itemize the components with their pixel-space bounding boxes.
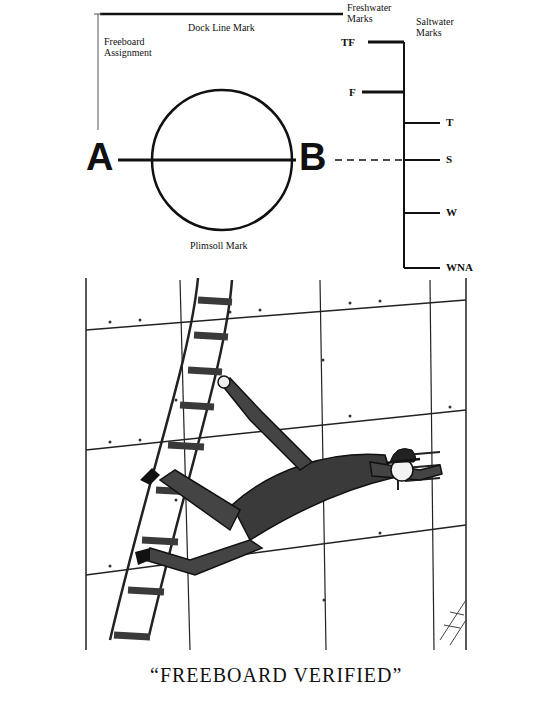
mark-letter: S <box>446 153 452 165</box>
mark-letter: TF <box>341 36 355 48</box>
ship-hull <box>86 278 466 650</box>
bracket-label: Freeboard Assignment <box>104 36 166 58</box>
point-letter: A <box>86 137 113 179</box>
point-letter: B <box>299 137 326 179</box>
ladder-rungs <box>114 300 232 637</box>
load-line-marks <box>362 42 440 268</box>
mark-letter: F <box>349 86 356 98</box>
man-figure <box>135 376 442 575</box>
mark-label: Plimsoll Mark <box>190 240 248 251</box>
dashed-line <box>335 159 404 161</box>
cartoon-caption: “FREEBOARD VERIFIED” <box>146 664 406 686</box>
marks-heading: Freshwater Marks <box>347 2 405 24</box>
mark-label: Dock Line Mark <box>188 22 255 33</box>
mark-letter: W <box>446 206 457 218</box>
mark-letter: T <box>446 116 453 128</box>
dock-scene <box>440 600 466 645</box>
mark-letter: WNA <box>446 261 473 273</box>
freeboard-bracket <box>94 14 102 130</box>
marks-heading: Saltwater Marks <box>416 16 472 38</box>
rope-ladder <box>110 278 232 640</box>
deck-line <box>100 13 343 16</box>
plimsoll-line <box>118 159 296 162</box>
